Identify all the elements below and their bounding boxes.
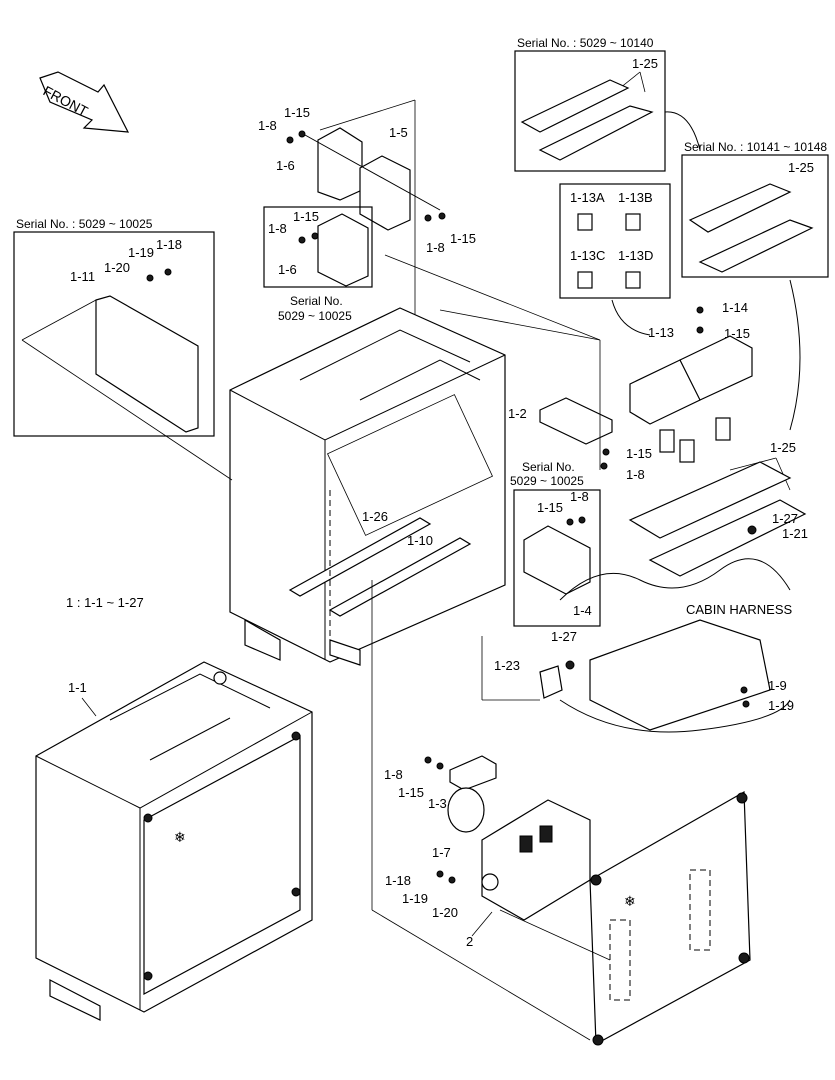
label-1-6: 1-6 bbox=[278, 262, 297, 277]
label-1-15: 1-15 bbox=[293, 209, 319, 224]
label-1-11: 1-11 bbox=[70, 269, 95, 284]
label-1-15: 1-15 bbox=[398, 785, 424, 800]
cabin-harness-label: CABIN HARNESS bbox=[686, 602, 793, 617]
serial-box-module-1-4: Serial No. 5029 ~ 10025 1-8 1-15 1-4 bbox=[510, 460, 601, 627]
serial-box-5029-10140: Serial No. : 5029 ~ 10140 1-25 bbox=[514, 36, 666, 172]
label-1-15: 1-15 bbox=[626, 446, 652, 461]
label-1-21: 1-21 bbox=[782, 526, 808, 541]
label-1-25: 1-25 bbox=[632, 56, 658, 71]
label-1-8: 1-8 bbox=[626, 467, 645, 482]
label-1-8: 1-8 bbox=[384, 767, 403, 782]
label-1-13B: 1-13B bbox=[618, 190, 653, 205]
label-1-19: 1-19 bbox=[768, 698, 794, 713]
serial-label-center-1: Serial No. bbox=[522, 460, 575, 474]
label-1-19: 1-19 bbox=[128, 245, 154, 260]
label-1-1: 1-1 bbox=[68, 680, 87, 695]
relay-strip bbox=[688, 183, 814, 273]
relay-strip bbox=[520, 79, 654, 161]
cabin-harness: CABIN HARNESS 1-27 1-23 1-9 1-19 bbox=[494, 558, 794, 733]
serial-label-1: Serial No. : 5029 ~ 10140 bbox=[517, 36, 654, 50]
label-1-8: 1-8 bbox=[258, 118, 277, 133]
label-1-18: 1-18 bbox=[156, 237, 182, 252]
label-1-8: 1-8 bbox=[268, 221, 287, 236]
label-1-25: 1-25 bbox=[788, 160, 814, 175]
label-1-8: 1-8 bbox=[570, 489, 589, 504]
label-2: 2 bbox=[466, 934, 473, 949]
label-1-15: 1-15 bbox=[284, 105, 310, 120]
label-1-27: 1-27 bbox=[551, 629, 577, 644]
module-1-2: 1-2 1-15 1-8 bbox=[508, 397, 652, 482]
serial-label-middle-2: 5029 ~ 10025 bbox=[278, 309, 352, 323]
label-1-3: 1-3 bbox=[428, 796, 447, 811]
relay-strip-main: 1-25 1-27 1-21 bbox=[628, 440, 808, 577]
label-1-23: 1-23 bbox=[494, 658, 520, 673]
snowflake-icon: ❄ bbox=[624, 893, 636, 909]
cover-panel: ❄ bbox=[589, 790, 751, 1046]
label-1-19: 1-19 bbox=[402, 891, 428, 906]
serial-label-left: Serial No. : 5029 ~ 10025 bbox=[16, 217, 153, 231]
serial-label-2: Serial No. : 10141 ~ 10148 bbox=[684, 140, 827, 154]
label-1-2: 1-2 bbox=[508, 406, 527, 421]
label-1-25: 1-25 bbox=[770, 440, 796, 455]
label-1-8: 1-8 bbox=[426, 240, 445, 255]
controller-assembly: 1-8 1-15 1-3 1-7 1-18 1-19 1-20 2 bbox=[384, 755, 591, 949]
serial-box-cover: Serial No. : 5029 ~ 10025 1-19 1-18 1-20… bbox=[13, 217, 215, 437]
label-1-7: 1-7 bbox=[432, 845, 451, 860]
label-1-26: 1-26 bbox=[362, 509, 388, 524]
front-arrow: FRONT bbox=[39, 71, 130, 133]
label-1-5: 1-5 bbox=[389, 125, 408, 140]
cabinet-frame-upper: 1-26 1-10 bbox=[229, 307, 506, 666]
label-1-13: 1-13 bbox=[648, 325, 674, 340]
label-1-27: 1-27 bbox=[772, 511, 798, 526]
label-1-13D: 1-13D bbox=[618, 248, 653, 263]
label-1-15: 1-15 bbox=[450, 231, 476, 246]
label-1-9: 1-9 bbox=[768, 678, 787, 693]
label-1-20: 1-20 bbox=[432, 905, 458, 920]
label-1-13A: 1-13A bbox=[570, 190, 605, 205]
snowflake-icon: ❄ bbox=[174, 829, 186, 845]
serial-label-middle-1: Serial No. bbox=[290, 294, 343, 308]
label-1-15: 1-15 bbox=[537, 500, 563, 515]
label-1-13C: 1-13C bbox=[570, 248, 605, 263]
fuse-types-box: 1-13A 1-13B 1-13C 1-13D bbox=[559, 183, 671, 299]
serial-box-10141-10148: Serial No. : 10141 ~ 10148 1-25 bbox=[681, 140, 829, 278]
label-1-14: 1-14 bbox=[722, 300, 748, 315]
label-1-6: 1-6 bbox=[276, 158, 295, 173]
label-1-20: 1-20 bbox=[104, 260, 130, 275]
label-1-10: 1-10 bbox=[407, 533, 433, 548]
cabinet-assembled: 1-1 ❄ bbox=[35, 661, 313, 1021]
scale-note: 1 : 1-1 ~ 1-27 bbox=[66, 595, 144, 610]
serial-box-relay: 1-15 1-8 1-6 Serial No. 5029 ~ 10025 bbox=[263, 206, 373, 323]
label-1-4: 1-4 bbox=[573, 603, 592, 618]
fuse-block-1-13: 1-13 1-14 1-15 bbox=[629, 300, 753, 463]
serial-label-center-2: 5029 ~ 10025 bbox=[510, 474, 584, 488]
label-1-18: 1-18 bbox=[385, 873, 411, 888]
